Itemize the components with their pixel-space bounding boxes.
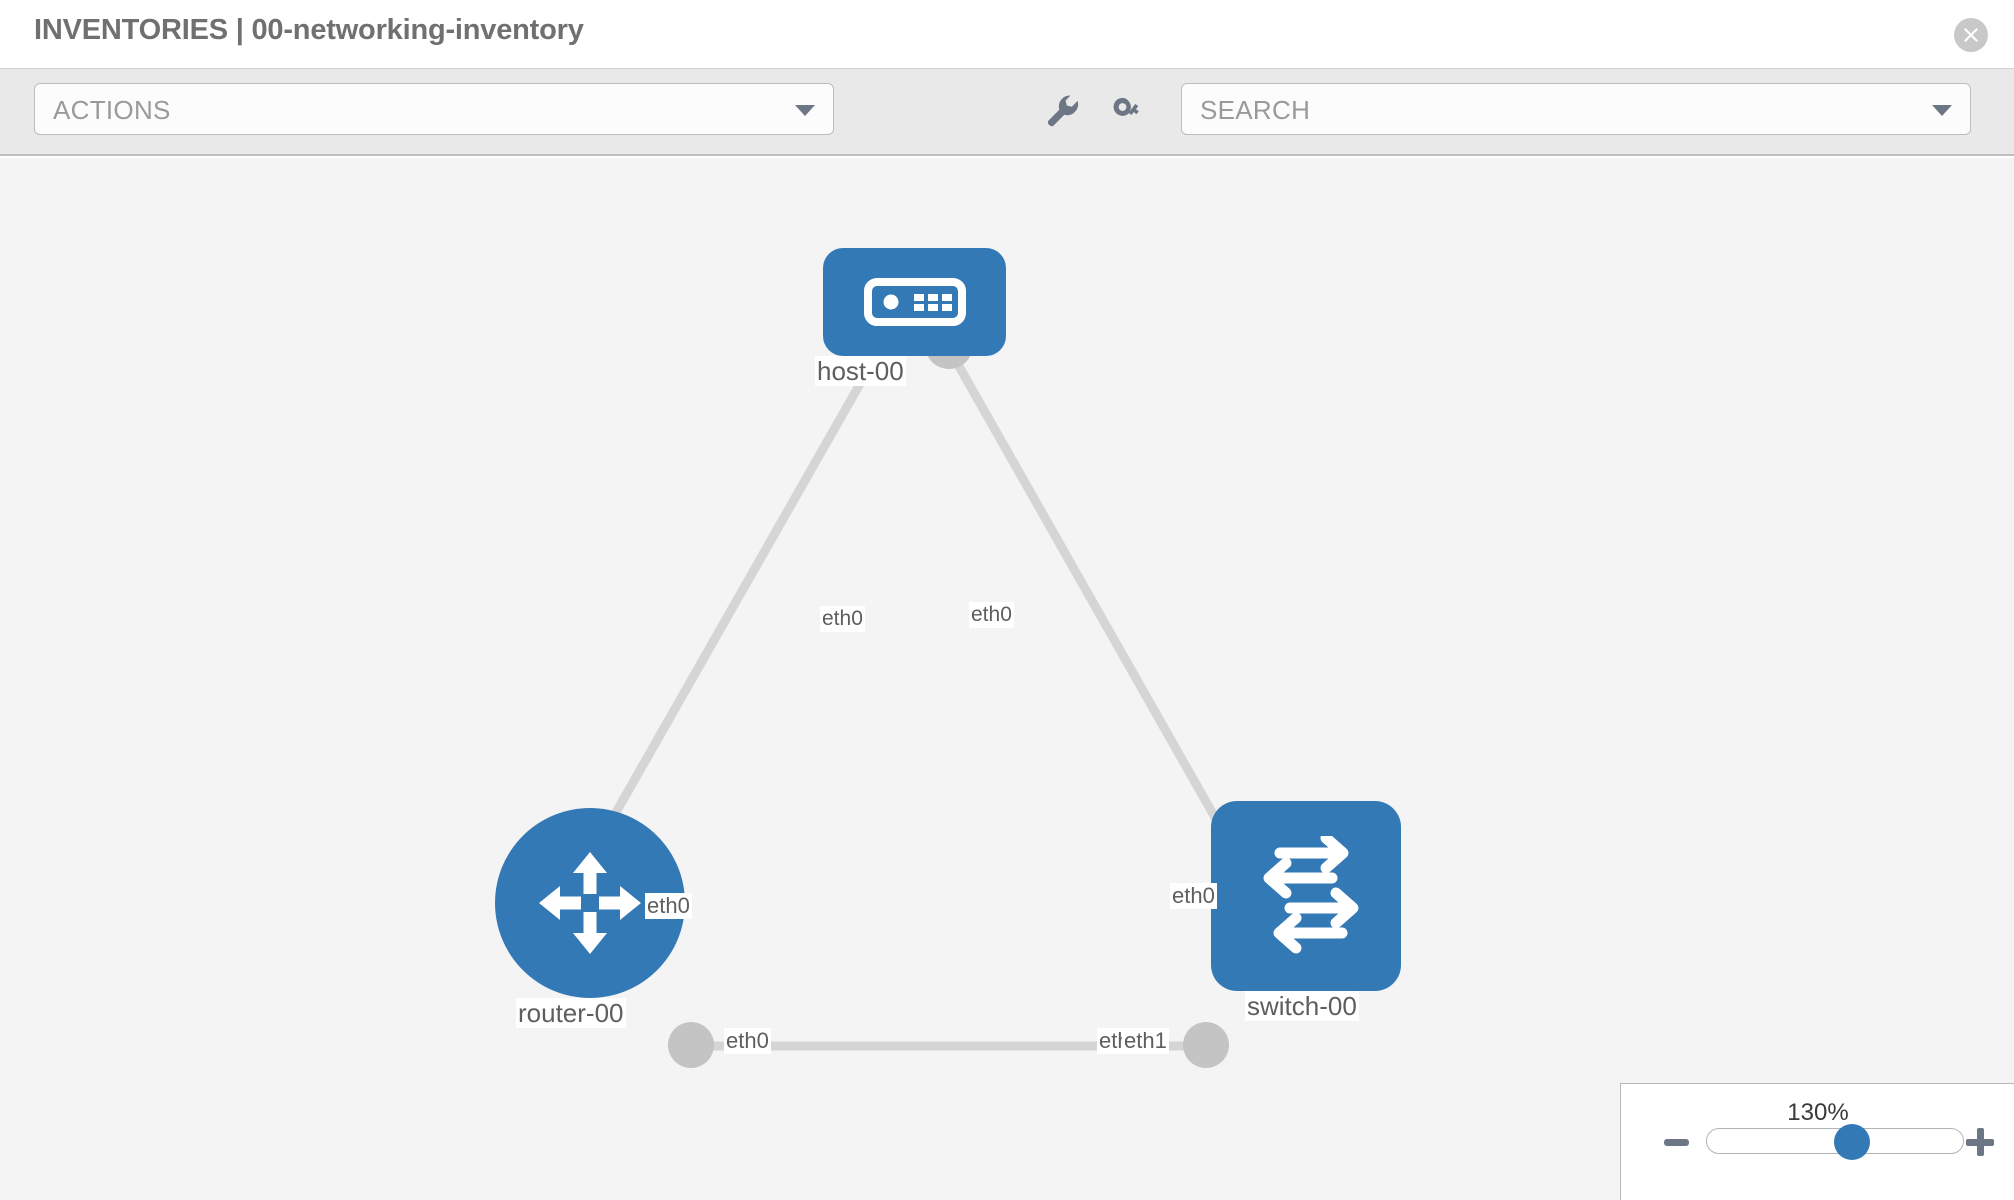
page-title: INVENTORIES | 00-networking-inventory <box>34 14 584 46</box>
link-host-router <box>586 351 881 861</box>
node-switch-00-label: switch-00 <box>1245 991 1359 1021</box>
zoom-control-panel: 130% <box>1620 1083 2014 1200</box>
zoom-slider-thumb[interactable] <box>1834 1124 1870 1160</box>
zoom-in-button[interactable] <box>1966 1128 1994 1156</box>
wrench-icon[interactable] <box>1043 91 1081 129</box>
search-placeholder: SEARCH <box>1200 95 1311 125</box>
chevron-down-icon <box>795 105 815 116</box>
topology-canvas[interactable]: host-00 eth0 eth0 <box>0 158 2014 1200</box>
connector-router-eth0-right <box>668 1022 714 1068</box>
edge-label-host-eth0-right: eth0 <box>969 602 1014 628</box>
edge-label-router-eth0-right: eth0 <box>724 1028 771 1054</box>
page-header: INVENTORIES | 00-networking-inventory <box>0 0 2014 68</box>
search-input[interactable]: SEARCH <box>1181 83 1971 135</box>
topology-links <box>586 351 1242 1051</box>
edge-label-host-eth0-left: eth0 <box>820 606 865 632</box>
node-host-00-shape[interactable] <box>823 248 1006 356</box>
edge-label-switch-eth0-up: eth0 <box>1170 883 1217 909</box>
zoom-slider-track[interactable] <box>1706 1124 1964 1160</box>
actions-dropdown-label: ACTIONS <box>53 95 171 125</box>
switch-arrows-icon <box>1263 836 1359 954</box>
actions-dropdown[interactable]: ACTIONS <box>34 83 834 135</box>
node-router-00-label: router-00 <box>516 998 626 1028</box>
edge-label-router-eth0-up: eth0 <box>645 893 692 919</box>
server-icon <box>863 278 966 326</box>
edge-label-switch-eth1: eth1 <box>1122 1028 1169 1054</box>
chevron-down-icon <box>1932 105 1952 116</box>
router-arrows-icon <box>539 852 641 954</box>
zoom-out-button[interactable] <box>1664 1139 1689 1146</box>
connector-switch-eth1-left <box>1183 1022 1229 1068</box>
node-host-00-label: host-00 <box>815 356 906 386</box>
node-switch-00-shape[interactable] <box>1211 801 1401 991</box>
key-icon[interactable] <box>1110 91 1148 129</box>
zoom-level-label: 130% <box>1787 1099 1849 1126</box>
toolbar: ACTIONS SEARCH <box>0 68 2014 156</box>
close-icon[interactable] <box>1954 18 1988 52</box>
link-host-switch <box>948 351 1242 861</box>
